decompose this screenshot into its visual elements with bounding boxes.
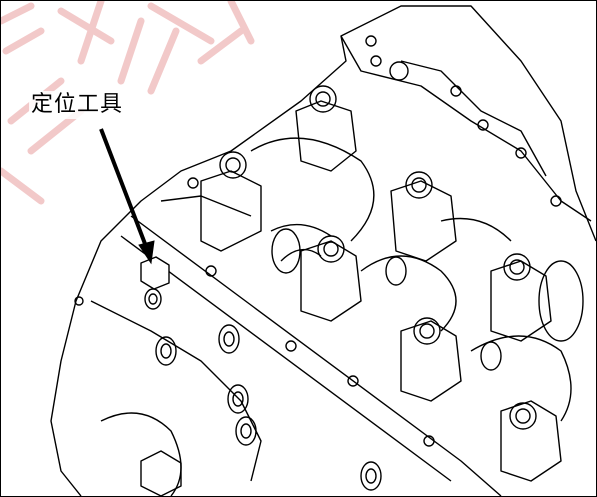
engine-block <box>50 5 596 496</box>
positioning-tool-label: 定位工具 <box>29 91 126 119</box>
bolts <box>219 85 537 430</box>
positioning-tool <box>140 256 170 310</box>
watermark <box>1 1 255 205</box>
callout-arrow <box>99 128 155 265</box>
